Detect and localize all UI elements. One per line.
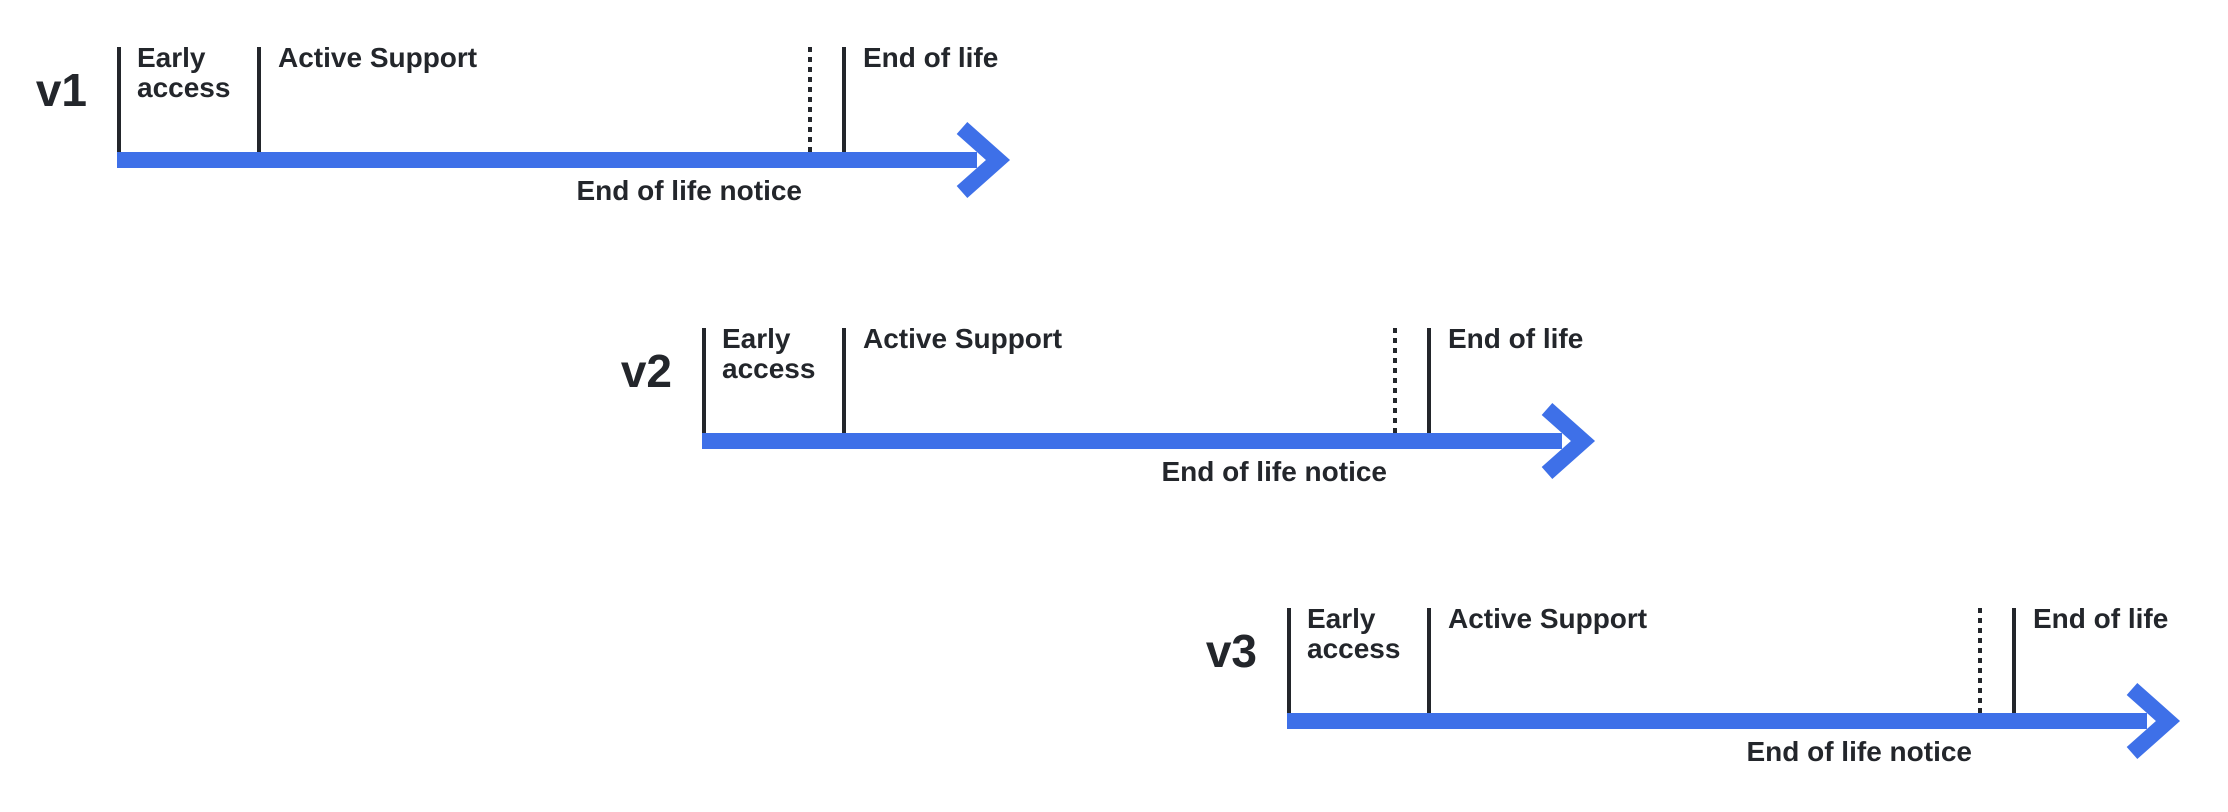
arrow-head-icon <box>956 122 1011 198</box>
early-access-start-tick <box>1287 608 1291 713</box>
version-label-v2: v2 <box>620 345 672 397</box>
end-of-life-notice-dashed-line <box>1393 328 1397 433</box>
timeline-arrow-icon <box>1287 683 2181 759</box>
active-support-label: Active Support <box>863 323 1063 354</box>
version-label-v3: v3 <box>1205 625 1257 677</box>
early-access-start-tick <box>117 47 121 152</box>
active-support-start-tick <box>842 328 846 433</box>
end-of-life-notice-label: End of life notice <box>1161 456 1387 487</box>
timeline-arrow-icon <box>702 403 1596 479</box>
version-label-v1: v1 <box>35 64 87 116</box>
end-of-life-notice-dashed-line <box>1978 608 1982 713</box>
active-support-label: Active Support <box>278 42 478 73</box>
active-support-label: Active Support <box>1448 603 1648 634</box>
end-of-life-label: End of life <box>1448 323 1584 354</box>
active-support-start-tick <box>1427 608 1431 713</box>
end-of-life-tick <box>1427 328 1431 433</box>
end-of-life-tick <box>842 47 846 152</box>
end-of-life-label: End of life <box>2033 603 2169 634</box>
end-of-life-notice-dashed-line <box>808 47 812 152</box>
end-of-life-tick <box>2012 608 2016 713</box>
arrow-head-icon <box>2126 683 2181 759</box>
arrow-head-icon <box>1541 403 1596 479</box>
early-access-label-line1: Early <box>137 42 206 73</box>
timeline-arrow-icon <box>117 122 1011 198</box>
early-access-label-line1: Early <box>1307 603 1376 634</box>
early-access-start-tick <box>702 328 706 433</box>
end-of-life-notice-label: End of life notice <box>576 175 802 206</box>
end-of-life-label: End of life <box>863 42 999 73</box>
early-access-label-line1: Early <box>722 323 791 354</box>
early-access-label-line2: access <box>722 353 816 384</box>
end-of-life-notice-label: End of life notice <box>1746 736 1972 767</box>
early-access-label-line2: access <box>137 72 231 103</box>
early-access-label-line2: access <box>1307 633 1401 664</box>
active-support-start-tick <box>257 47 261 152</box>
